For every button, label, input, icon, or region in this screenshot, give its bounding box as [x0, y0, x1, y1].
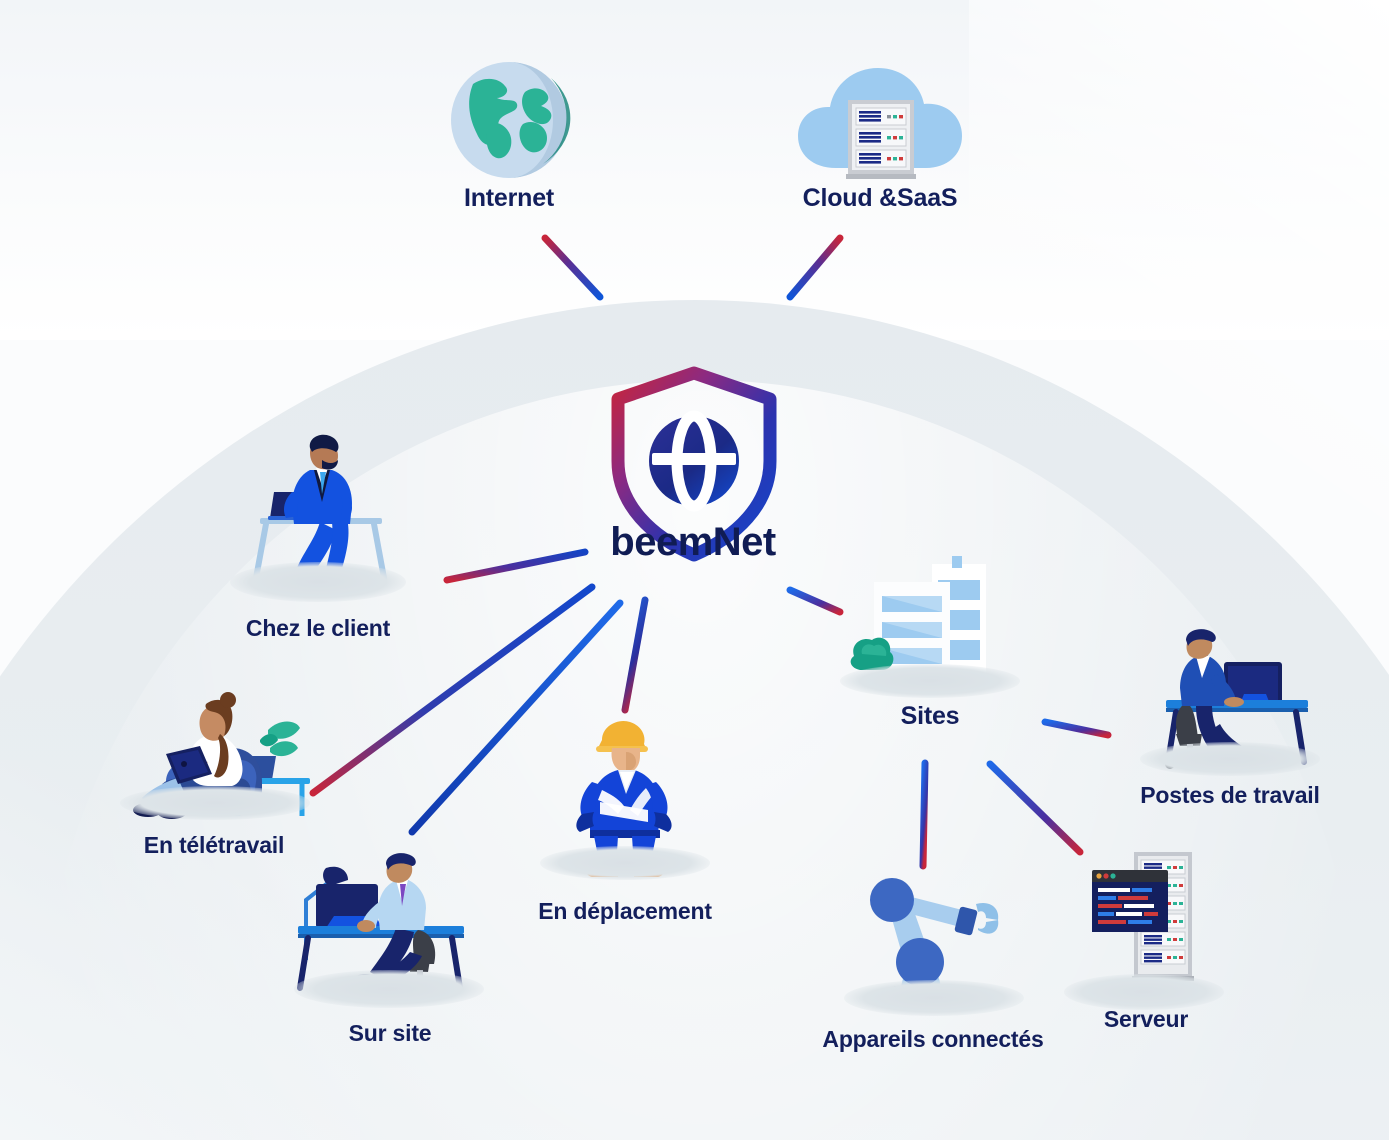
- link-serveur-sites: [986, 760, 1084, 856]
- globe-icon: [451, 62, 571, 178]
- link-chezclient-hub: [443, 548, 589, 584]
- node-label-serveur: Serveur: [1103, 1006, 1189, 1032]
- ground-shadow: [1140, 742, 1320, 776]
- node-label-sites: Sites: [900, 702, 960, 730]
- node-cloud-saas[interactable]: Cloud &SaaS: [790, 58, 970, 212]
- ground-shadow: [840, 664, 1020, 698]
- hub-beemnet[interactable]: [594, 365, 794, 565]
- ground-shadow: [540, 846, 710, 880]
- background-corner-top-right: [969, 0, 1389, 560]
- node-label-postes-de-travail: Postes de travail: [1140, 782, 1320, 808]
- workstation-user-icon: [1165, 629, 1308, 769]
- node-label-en-deplacement: En déplacement: [538, 898, 712, 924]
- office-building-icon: [850, 556, 986, 676]
- ground-shadow: [120, 786, 310, 820]
- node-label-internet: Internet: [463, 184, 555, 212]
- link-cloud-hub: [786, 234, 844, 301]
- node-internet[interactable]: Internet: [447, 58, 571, 212]
- node-label-chez-le-client: Chez le client: [245, 615, 391, 641]
- ground-shadow: [844, 980, 1024, 1016]
- shield-globe-icon: [611, 366, 777, 562]
- link-internet-hub: [541, 234, 604, 301]
- node-chez-le-client[interactable]: Chez le client: [228, 430, 408, 641]
- node-sites[interactable]: Sites: [840, 556, 1020, 730]
- node-label-sur-site: Sur site: [348, 1020, 432, 1046]
- node-appareils-connectes[interactable]: Appareils connectés: [822, 866, 1044, 1052]
- hub-title: beemNet: [610, 520, 776, 564]
- link-teletravail-hub: [309, 583, 596, 797]
- background-corner-bottom-left: [0, 760, 360, 1140]
- field-worker-helmet-icon: [576, 720, 672, 877]
- ground-shadow: [1064, 974, 1224, 1010]
- link-sites-hub: [786, 586, 844, 616]
- link-appareils-sites: [919, 759, 929, 870]
- node-postes-de-travail[interactable]: Postes de travail: [1140, 620, 1320, 808]
- ground-shadow: [294, 970, 484, 1008]
- node-en-teletravail[interactable]: En télétravail: [120, 690, 315, 858]
- link-sursite-hub: [408, 599, 624, 836]
- node-sur-site[interactable]: Sur site: [290, 852, 490, 1046]
- link-deplacement-hub: [621, 596, 649, 714]
- link-postes-sites: [1041, 718, 1112, 739]
- node-label-cloud-saas: Cloud &SaaS: [802, 184, 958, 212]
- node-en-deplacement[interactable]: En déplacement: [538, 718, 712, 924]
- node-serveur[interactable]: Serveur: [1064, 846, 1224, 1032]
- node-label-appareils-connectes: Appareils connectés: [822, 1026, 1044, 1052]
- cloud-server-icon: [798, 68, 962, 179]
- ground-shadow: [230, 562, 406, 602]
- node-label-en-teletravail: En télétravail: [143, 832, 285, 858]
